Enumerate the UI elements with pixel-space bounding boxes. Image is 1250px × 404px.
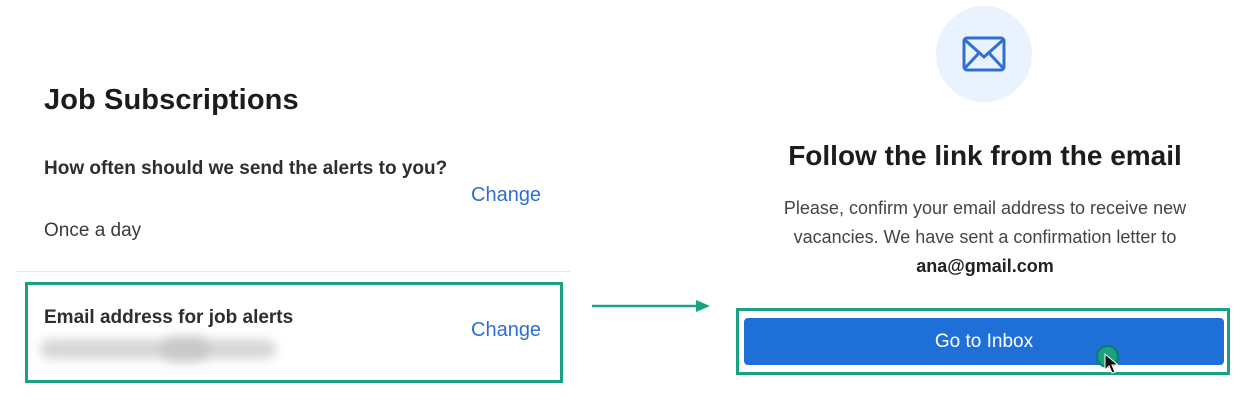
job-subscriptions-panel: Job Subscriptions How often should we se…	[16, 0, 570, 392]
envelope-icon	[962, 36, 1006, 72]
description-text: Please, confirm your email address to re…	[783, 198, 1187, 247]
confirmation-email: ana@gmail.com	[916, 256, 1054, 276]
go-to-inbox-button[interactable]: Go to Inbox	[744, 318, 1224, 365]
page-title: Job Subscriptions	[44, 84, 299, 116]
confirmation-heading: Follow the link from the email	[788, 140, 1182, 171]
arrow-right-icon	[592, 300, 710, 312]
section-divider	[16, 271, 570, 272]
email-section-highlight	[25, 282, 563, 383]
frequency-value: Once a day	[44, 220, 142, 241]
confirmation-description: Please, confirm your email address to re…	[740, 194, 1230, 281]
redacted-email-value	[40, 336, 276, 362]
frequency-label: How often should we send the alerts to y…	[44, 158, 448, 179]
email-label: Email address for job alerts	[44, 307, 294, 328]
change-email-link[interactable]: Change	[471, 319, 542, 341]
inbox-button-highlight	[736, 308, 1230, 375]
envelope-icon-container	[936, 6, 1032, 102]
change-frequency-link[interactable]: Change	[471, 184, 542, 206]
mouse-cursor-icon	[1104, 353, 1120, 374]
